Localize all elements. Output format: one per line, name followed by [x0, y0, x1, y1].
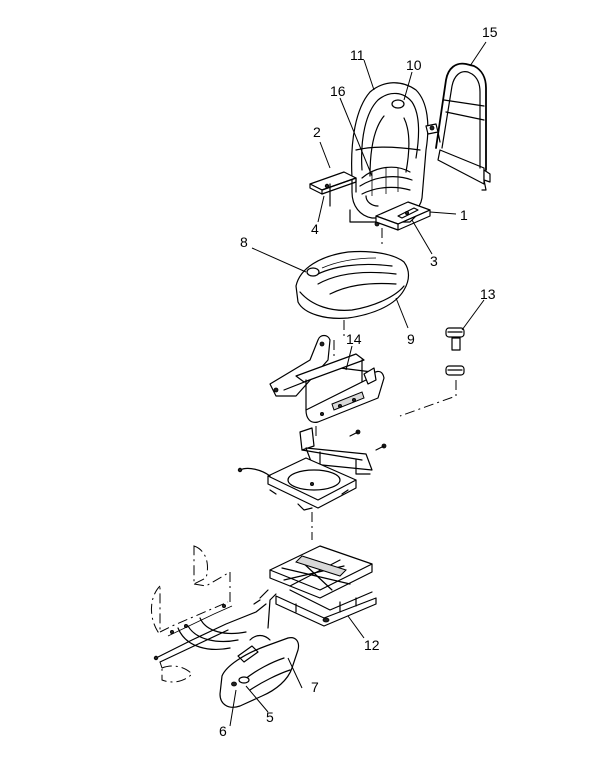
callout-15: 15: [482, 24, 498, 40]
seat-slide-frame: [269, 334, 385, 423]
callout-4: 4: [311, 221, 319, 237]
callout-14: 14: [346, 331, 362, 347]
pivot-bolts: [399, 327, 465, 417]
cable-harness: [153, 603, 267, 663]
callout-16: 16: [330, 83, 346, 99]
callout-labels: 1 2 3 4 5 6 7 8 9 10 11 12 13 14 15 16: [219, 24, 498, 739]
swivel-plate: [237, 457, 357, 540]
callout-2: 2: [313, 124, 321, 140]
callout-9: 9: [407, 331, 415, 347]
seat-back: [349, 82, 429, 227]
side-cover: [219, 593, 300, 708]
callout-3: 3: [430, 253, 438, 269]
callout-6: 6: [219, 723, 227, 739]
callout-1: 1: [460, 207, 468, 223]
mounting-bracket: [299, 426, 387, 475]
grab-handle-frame: [425, 62, 491, 191]
callout-7: 7: [311, 679, 319, 695]
armrest-left: [309, 171, 357, 207]
callout-8: 8: [240, 234, 248, 250]
seat-suspension: [253, 545, 377, 627]
callout-11: 11: [350, 47, 365, 63]
phantom-panels: [151, 545, 231, 683]
callout-5: 5: [266, 709, 274, 725]
callout-13: 13: [480, 286, 496, 302]
leader-lines: [229, 41, 487, 727]
seat-cushion: [295, 250, 410, 340]
callout-12: 12: [364, 637, 380, 653]
callout-10: 10: [406, 57, 422, 73]
